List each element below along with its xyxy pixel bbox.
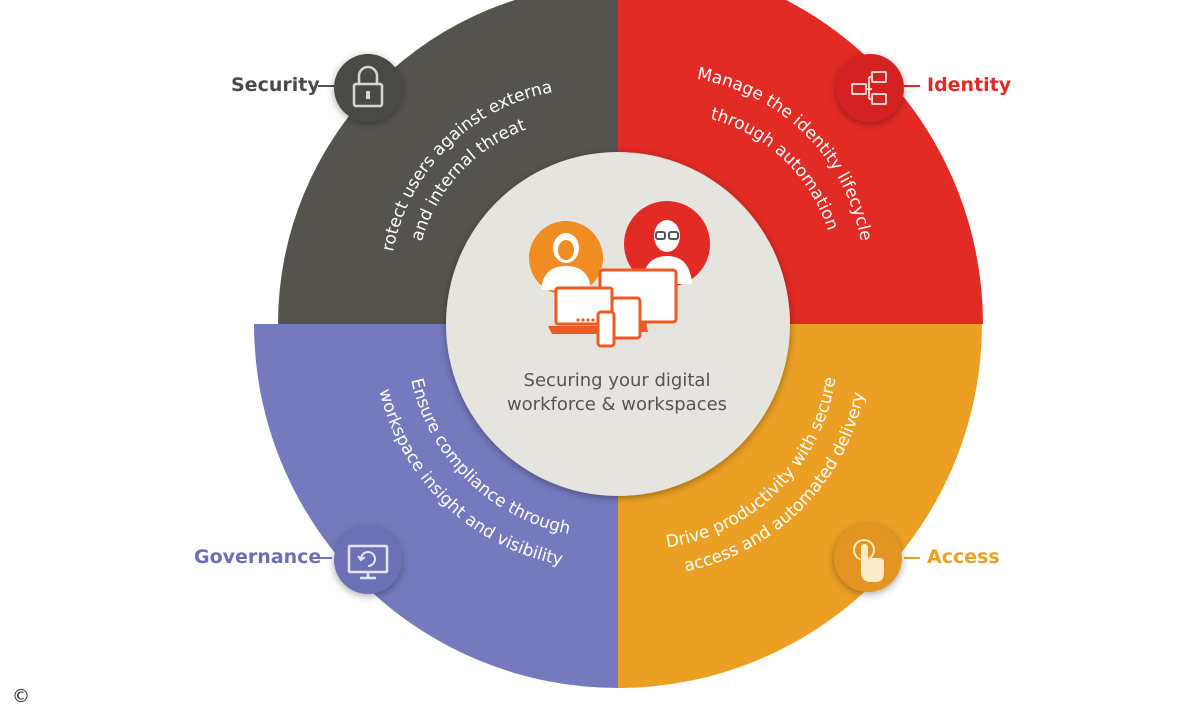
security-title: Security xyxy=(231,74,320,96)
monitor-refresh-icon xyxy=(334,526,402,594)
identity-title: Identity xyxy=(927,74,1012,96)
touch-hand-icon xyxy=(834,524,902,592)
org-chart-icon xyxy=(836,54,904,122)
copyright-icon: © xyxy=(12,686,30,707)
access-title: Access xyxy=(927,546,1000,568)
workforce-devices-illustration xyxy=(529,201,710,348)
center-title-line2: workforce & workspaces xyxy=(507,394,727,415)
lock-icon xyxy=(334,54,402,122)
governance-title: Governance xyxy=(194,546,322,568)
center-title-line1: Securing your digital xyxy=(524,370,711,391)
